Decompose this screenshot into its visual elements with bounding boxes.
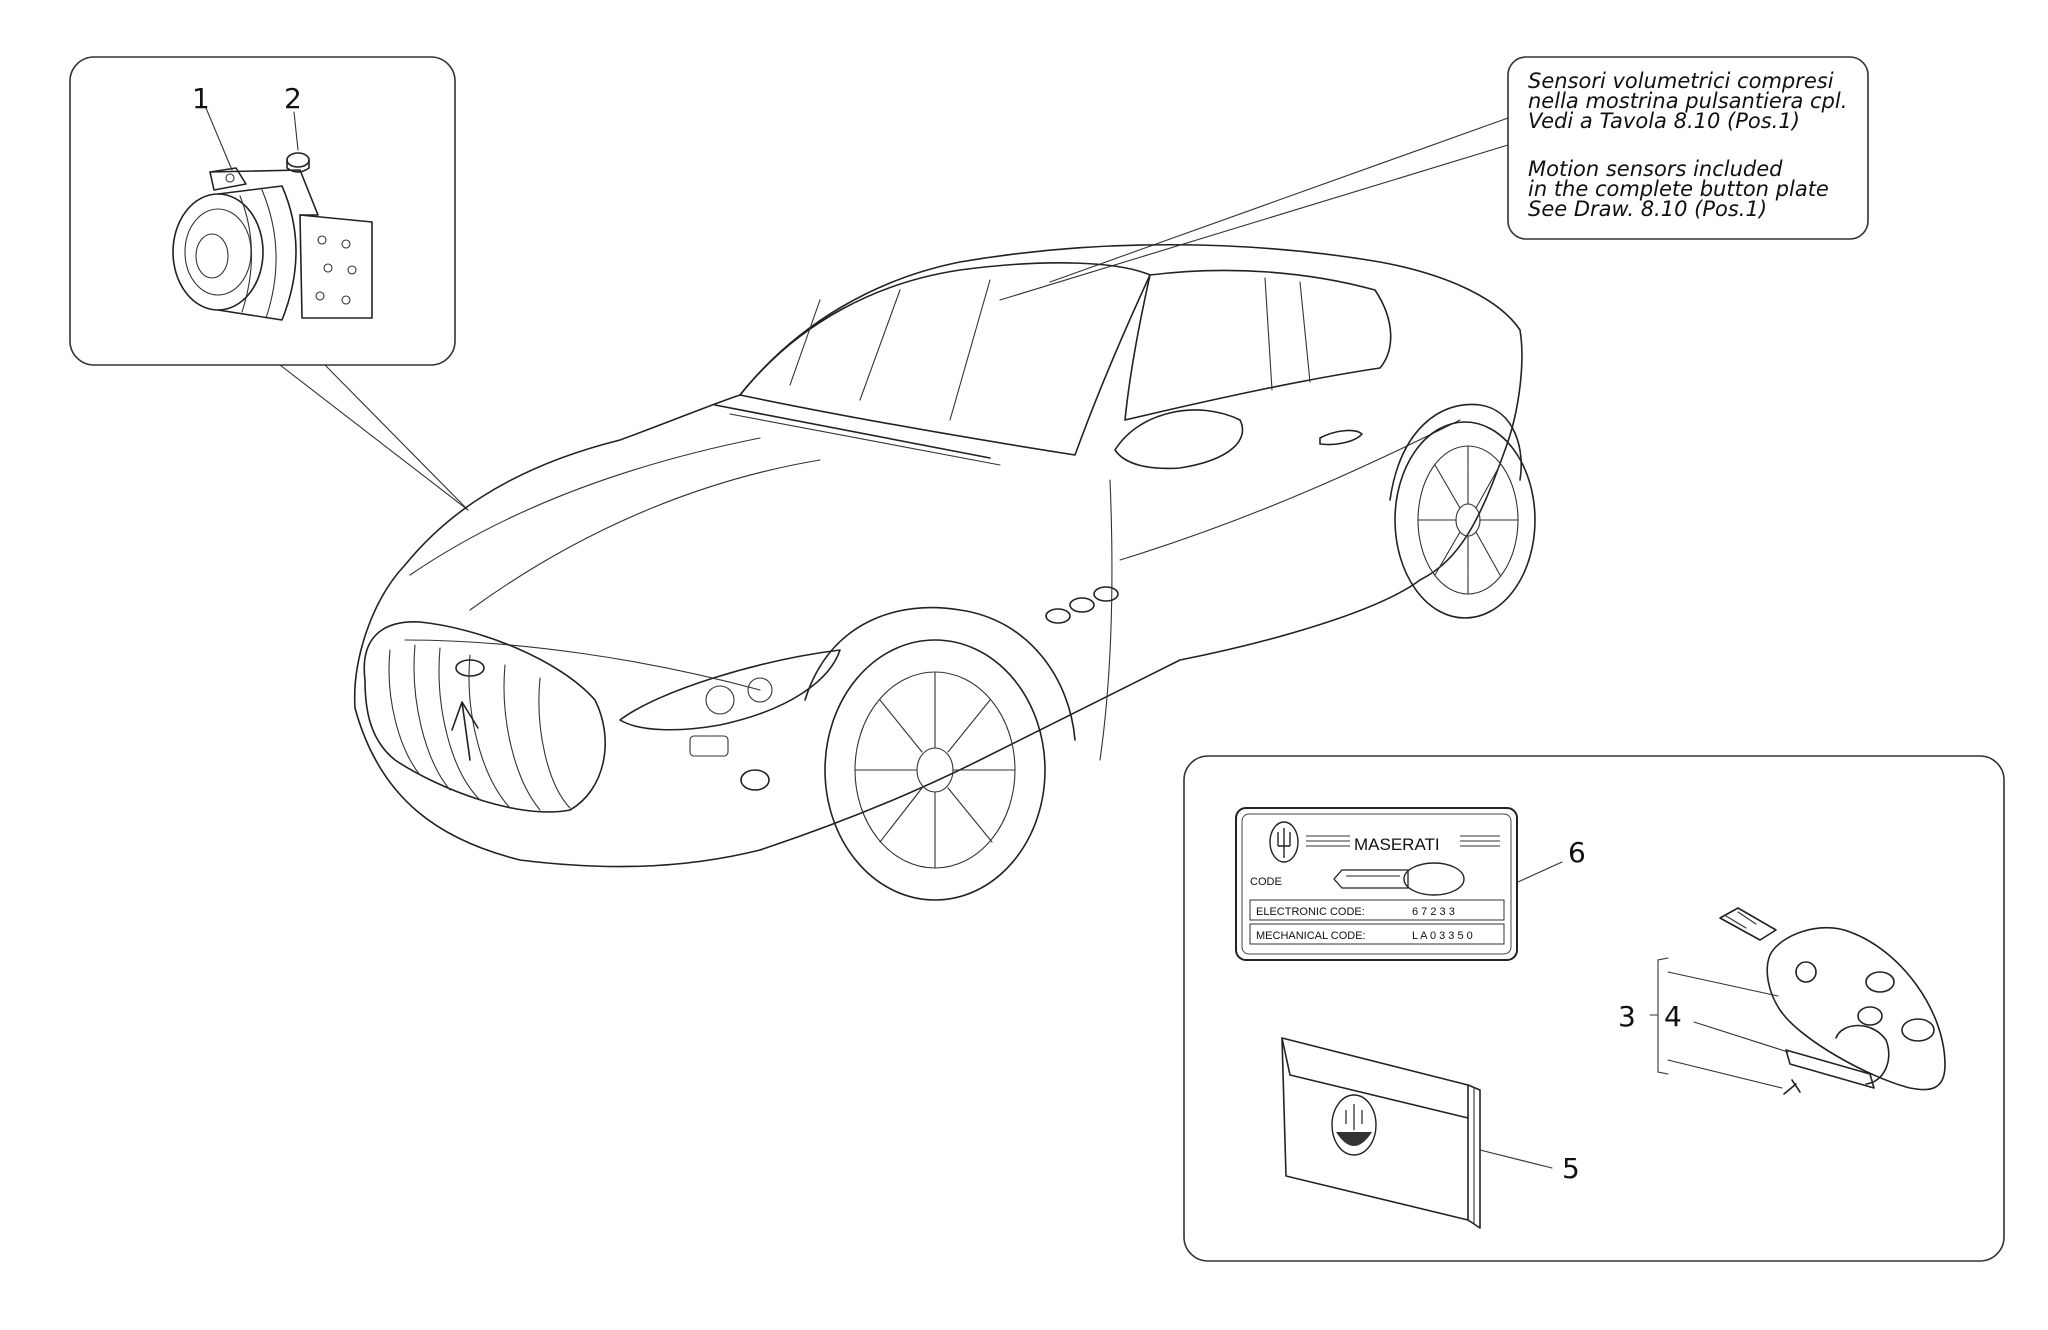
card-mechanical-label: MECHANICAL CODE:: [1256, 930, 1366, 942]
key-kit-inset: MASERATI CODE ELECTRONIC CODE: 6 7 2 3 3…: [1183, 755, 2005, 1262]
note-it-line-1: Sensori volumetrici compresi: [1528, 69, 1834, 93]
note-en-line-3: See Draw. 8.10 (Pos.1): [1528, 197, 1767, 221]
siren-inset: 1 2: [69, 56, 469, 511]
note-en-line-1: Motion sensors included: [1528, 157, 1783, 181]
trident-icon: [1269, 821, 1299, 863]
callout-2: 2: [284, 82, 302, 115]
car-illustration: [353, 243, 1536, 901]
remote-key-icon: [1719, 907, 1946, 1095]
callout-5: 5: [1562, 1152, 1580, 1185]
callout-1: 1: [192, 82, 210, 115]
note-en-line-2: in the complete button plate: [1528, 177, 1829, 201]
card-electronic-label: ELECTRONIC CODE:: [1256, 906, 1365, 918]
document-folder-icon: [1281, 1037, 1481, 1229]
motion-sensor-note: Sensori volumetrici compresi nella mostr…: [999, 56, 1869, 301]
card-mechanical-value: L A 0 3 3 5 0: [1412, 930, 1473, 942]
card-code-label: CODE: [1250, 876, 1282, 888]
siren-icon: [172, 152, 373, 321]
callout-3: 3: [1618, 1000, 1636, 1033]
callout-4: 4: [1664, 1000, 1682, 1033]
key-outline-icon: [1333, 862, 1465, 896]
card-brand: MASERATI: [1354, 835, 1440, 854]
note-it-line-3: Vedi a Tavola 8.10 (Pos.1): [1528, 109, 1800, 133]
callout-6: 6: [1568, 836, 1586, 869]
code-card: MASERATI CODE ELECTRONIC CODE: 6 7 2 3 3…: [1235, 807, 1518, 961]
card-electronic-value: 6 7 2 3 3: [1412, 906, 1455, 918]
note-it-line-2: nella mostrina pulsantiera cpl.: [1528, 89, 1847, 113]
